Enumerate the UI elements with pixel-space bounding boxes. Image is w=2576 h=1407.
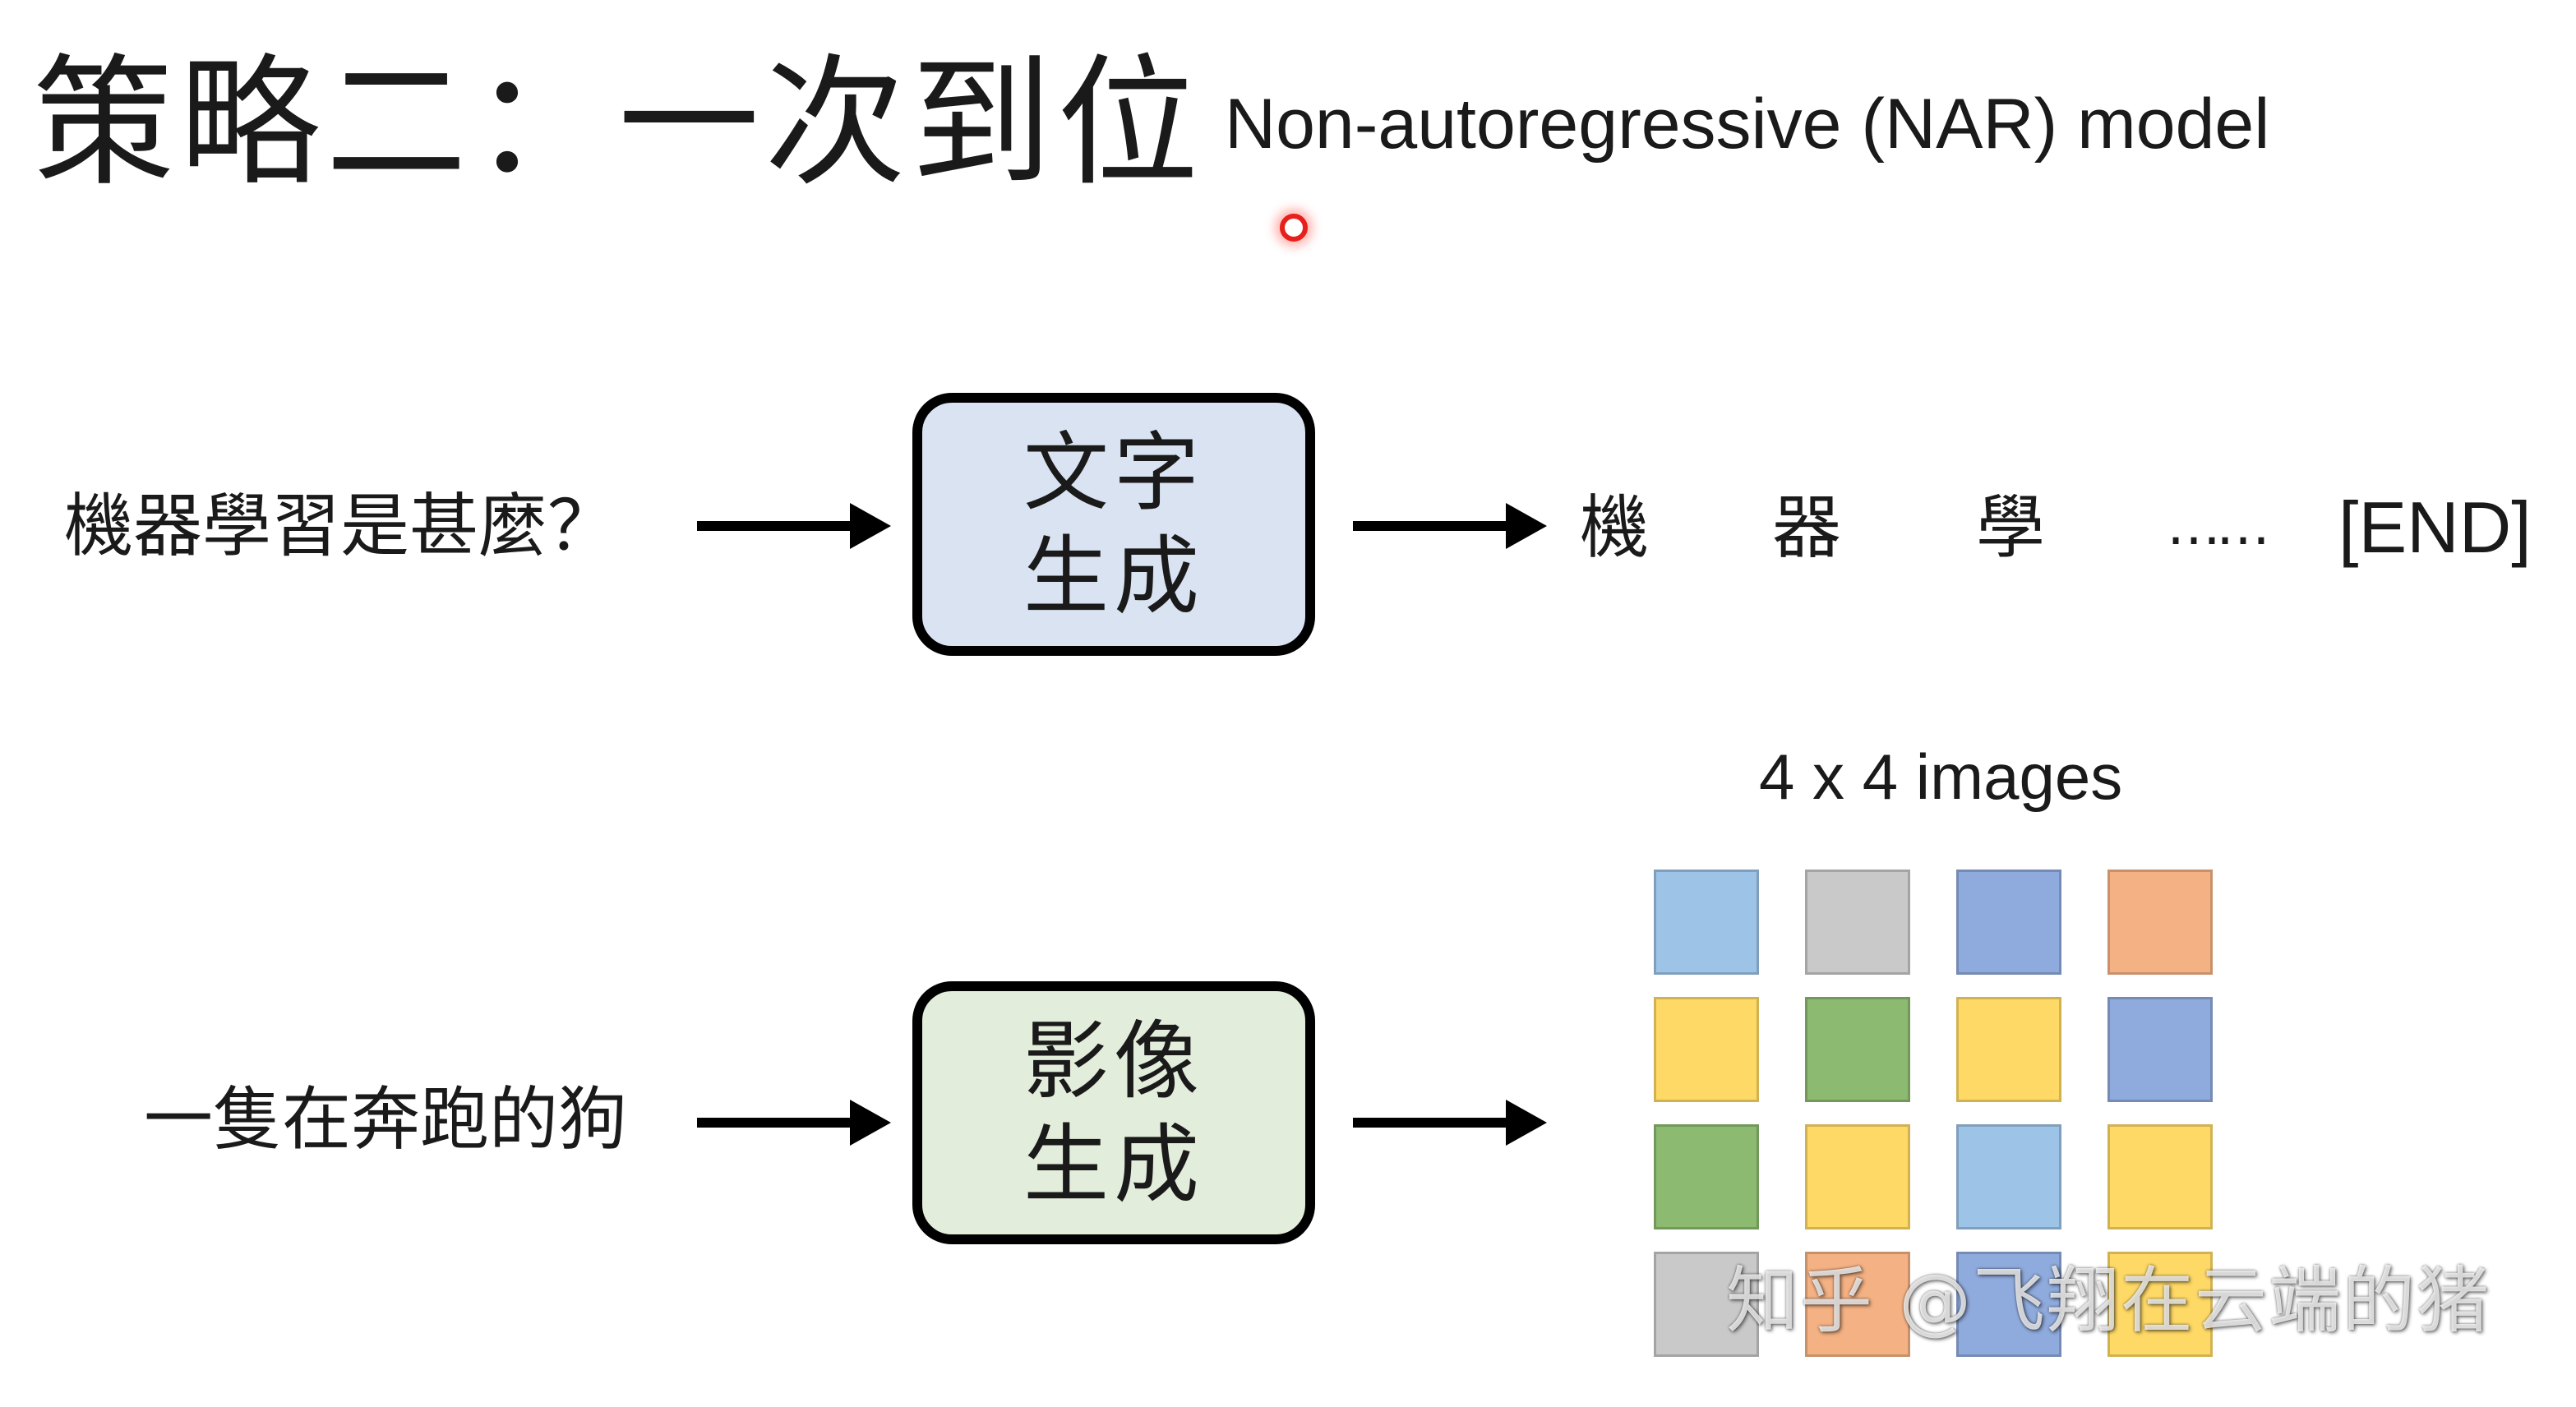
- output-token: 機: [1580, 487, 1650, 568]
- image-grid-cell: [2107, 870, 2213, 975]
- image-grid-cell: [1654, 1252, 1759, 1357]
- image-input-label: 一隻在奔跑的狗: [144, 1079, 628, 1160]
- text-box-line1: 文字: [1023, 422, 1204, 523]
- text-output-arrow: [1353, 500, 1550, 552]
- output-ellipsis: ……: [2167, 494, 2270, 557]
- image-grid-cell: [1805, 1124, 1910, 1229]
- image-grid-cell: [1956, 1252, 2061, 1357]
- image-grid-cell: [1956, 997, 2061, 1102]
- text-input-arrow: [697, 500, 894, 552]
- output-token: 器: [1772, 487, 1842, 568]
- image-generation-box: 影像 生成: [912, 981, 1315, 1244]
- image-output-arrow: [1353, 1096, 1550, 1149]
- text-generation-box: 文字 生成: [912, 393, 1315, 656]
- laser-pointer-dot: [1280, 214, 1308, 242]
- output-token: 學: [1976, 487, 2046, 568]
- end-token: [END]: [2338, 487, 2532, 568]
- image-box-line1: 影像: [1023, 1011, 1204, 1111]
- image-grid: [1654, 870, 2213, 1357]
- page-subtitle: Non-autoregressive (NAR) model: [1225, 85, 2270, 164]
- image-grid-cell: [1654, 870, 1759, 975]
- image-grid-cell: [2107, 997, 2213, 1102]
- text-box-line2: 生成: [1023, 526, 1204, 626]
- image-input-arrow: [697, 1096, 894, 1149]
- image-grid-cell: [2107, 1252, 2213, 1357]
- image-grid-cell: [2107, 1124, 2213, 1229]
- text-input-label: 機器學習是甚麼？: [64, 486, 617, 566]
- image-grid-cell: [1654, 1124, 1759, 1229]
- image-box-line2: 生成: [1023, 1114, 1204, 1215]
- page-title: 策略二：一次到位: [33, 40, 1203, 205]
- image-grid-cell: [1654, 997, 1759, 1102]
- image-grid-cell: [1805, 997, 1910, 1102]
- image-grid-cell: [1805, 1252, 1910, 1357]
- image-grid-cell: [1956, 1124, 2061, 1229]
- image-grid-cell: [1805, 870, 1910, 975]
- image-grid-cell: [1956, 870, 2061, 975]
- image-grid-label: 4 x 4 images: [1759, 740, 2123, 813]
- watermark: 知乎 @飞翔在云端的猪: [1726, 1258, 2491, 1343]
